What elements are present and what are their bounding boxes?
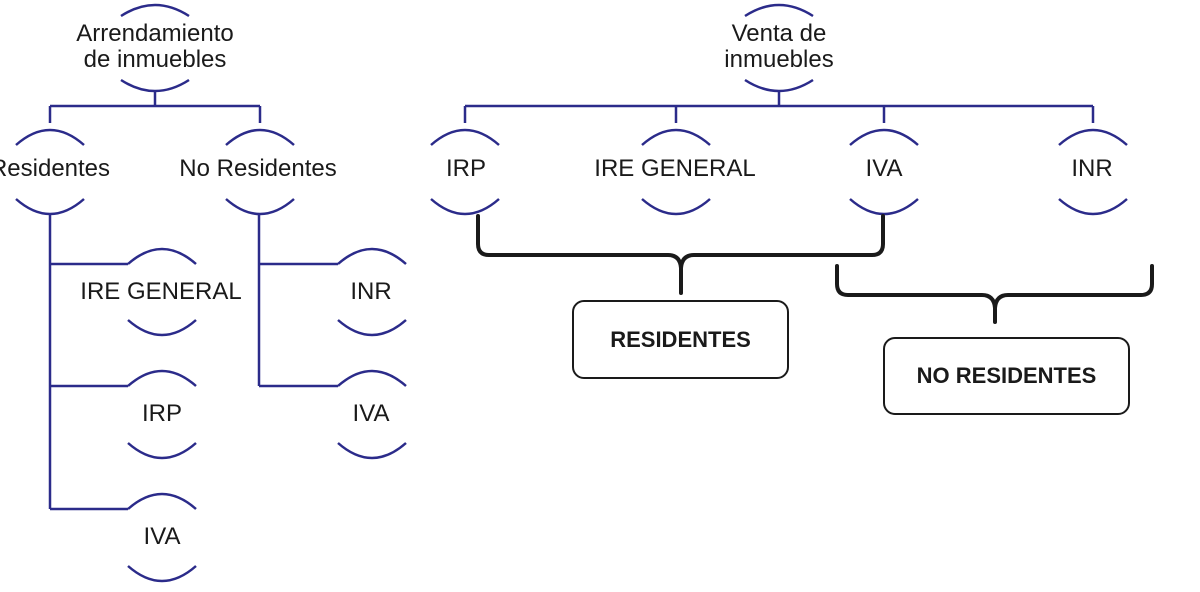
ire-general-right-top-arc bbox=[641, 128, 711, 146]
iva-left-bottom-arc bbox=[127, 565, 197, 583]
node-inr-left: INR bbox=[350, 278, 392, 305]
iva-nr-left-top-arc bbox=[337, 369, 407, 387]
no-residentes-group-label: NO RESIDENTES bbox=[916, 363, 1097, 388]
root-left-bottom-arc bbox=[120, 78, 190, 93]
inr-right-bottom-arc bbox=[1058, 198, 1128, 216]
no-residentes-brace bbox=[835, 264, 1154, 324]
left-tree-lines bbox=[15, 3, 407, 583]
irp-left-bottom-arc bbox=[127, 442, 197, 460]
root-venta: Venta de inmuebles bbox=[724, 20, 834, 73]
no-residentes-branch bbox=[257, 213, 338, 388]
root-left-top-arc bbox=[120, 3, 190, 18]
irp-right-bottom-arc bbox=[430, 198, 500, 216]
residentes-top-arc bbox=[15, 128, 85, 146]
irp-left-top-arc bbox=[127, 369, 197, 387]
inr-right-top-arc bbox=[1058, 128, 1128, 146]
node-residentes: Residentes bbox=[0, 155, 111, 182]
residentes-group-label: RESIDENTES bbox=[610, 326, 751, 352]
iva-right-top-arc bbox=[849, 128, 919, 146]
no-residentes-group-box: NO RESIDENTES bbox=[883, 337, 1130, 415]
inr-left-bottom-arc bbox=[337, 319, 407, 337]
residentes-group-box: RESIDENTES bbox=[572, 300, 789, 379]
node-irp-right: IRP bbox=[445, 155, 487, 182]
root-right-top-arc bbox=[744, 3, 814, 18]
group-braces bbox=[476, 214, 1154, 324]
root-arrendamiento: Arrendamiento de inmuebles bbox=[76, 20, 234, 73]
root-right-bottom-arc bbox=[744, 78, 814, 93]
node-irp-left: IRP bbox=[141, 400, 183, 427]
no-residentes-bottom-arc bbox=[225, 198, 295, 216]
residentes-bottom-arc bbox=[15, 198, 85, 216]
root-left-stem bbox=[48, 90, 262, 123]
right-tree-lines bbox=[430, 3, 1128, 216]
node-no-residentes: No Residentes bbox=[179, 155, 337, 182]
iva-right-bottom-arc bbox=[849, 198, 919, 216]
residentes-brace bbox=[476, 214, 885, 295]
node-iva-nr-left: IVA bbox=[352, 400, 390, 427]
inr-left-top-arc bbox=[337, 247, 407, 265]
iva-nr-left-bottom-arc bbox=[337, 442, 407, 460]
node-iva-left: IVA bbox=[143, 523, 181, 550]
ire-general-left-bottom-arc bbox=[127, 319, 197, 337]
ire-general-left-top-arc bbox=[127, 247, 197, 265]
node-ire-general-right: IRE GENERAL bbox=[594, 155, 756, 182]
irp-right-top-arc bbox=[430, 128, 500, 146]
node-ire-general-left: IRE GENERAL bbox=[80, 278, 242, 305]
root-right-stem bbox=[463, 90, 1095, 123]
ire-general-right-bottom-arc bbox=[641, 198, 711, 216]
node-iva-right: IVA bbox=[865, 155, 903, 182]
residentes-branch bbox=[48, 213, 128, 511]
node-inr-right: INR bbox=[1071, 155, 1113, 182]
no-residentes-top-arc bbox=[225, 128, 295, 146]
iva-left-top-arc bbox=[127, 492, 197, 510]
